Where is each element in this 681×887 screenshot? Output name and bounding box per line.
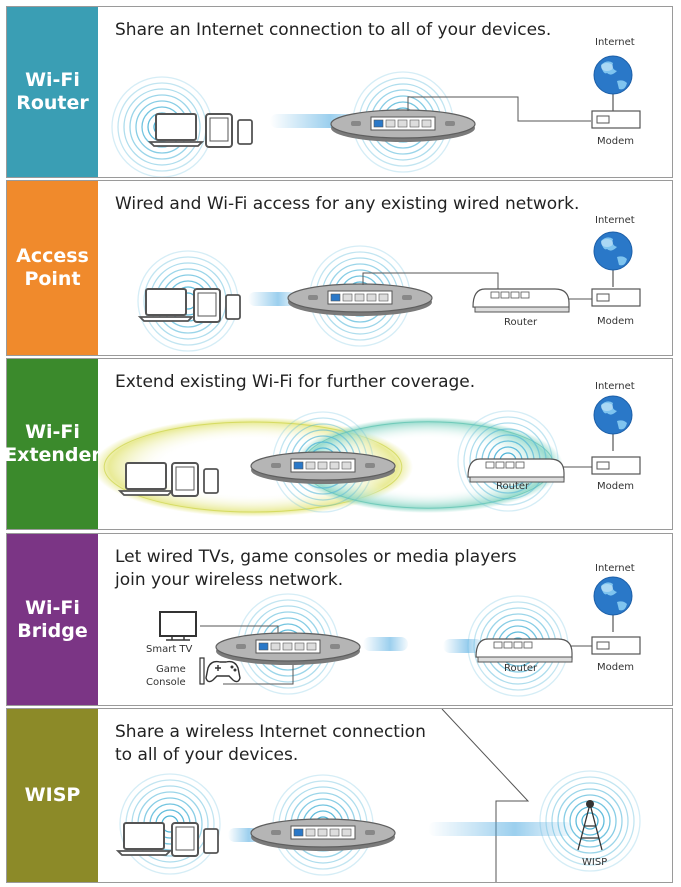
modem-label: Modem xyxy=(597,481,634,492)
mode-description: Let wired TVs, game consoles or media pl… xyxy=(115,547,517,590)
tv-icon xyxy=(159,611,197,641)
mode-description: Share a wireless Internet connection to … xyxy=(115,722,426,765)
router-icon xyxy=(475,638,573,663)
mode-title: Wi-Fi Bridge xyxy=(17,596,88,642)
access-point-scene: Router Internet Modem xyxy=(137,215,641,352)
internet-label: Internet xyxy=(595,215,635,226)
wifi-router-device xyxy=(250,818,396,851)
globe-icon xyxy=(593,231,633,287)
globe-icon xyxy=(593,576,633,632)
mode-title: Access Point xyxy=(16,245,89,290)
mode-tab-access-point: Access Point xyxy=(7,181,98,355)
modem-icon xyxy=(591,636,641,655)
mode-tab-bridge: Wi-Fi Bridge xyxy=(7,534,98,705)
game-console-line: Console xyxy=(146,677,186,688)
panel-bridge: Wi-Fi Bridge Let wired TVs, game console… xyxy=(6,533,673,706)
network-cable xyxy=(407,96,591,122)
wifi-extender-device xyxy=(250,451,396,484)
mode-description: Wired and Wi-Fi access for any existing … xyxy=(115,194,580,214)
mode-description: Extend existing Wi-Fi for further covera… xyxy=(115,372,476,392)
bridge-scene: Smart TV Game Console Router Internet Mo… xyxy=(146,563,641,697)
tablet-icon xyxy=(193,288,221,323)
wifi-waves-wisp-tower xyxy=(539,770,641,872)
mode-tab-wisp: WISP xyxy=(7,709,98,882)
internet-label: Internet xyxy=(595,563,635,574)
extender-scene: Router Internet Modem xyxy=(98,381,641,517)
modem-icon xyxy=(591,110,641,129)
mode-description: Share an Internet connection to all of y… xyxy=(115,20,552,40)
wifi-router-device xyxy=(287,283,433,316)
router-label: Router xyxy=(504,663,538,674)
network-cable xyxy=(362,272,499,293)
phone-icon xyxy=(225,294,241,320)
phone-icon xyxy=(203,468,219,494)
mode-title: Wi-Fi Extender xyxy=(4,421,101,466)
signal-beam xyxy=(363,637,408,651)
panel-access-point: Access Point Wired and Wi-Fi access for … xyxy=(6,180,673,356)
mode-title: Wi-Fi Router xyxy=(16,69,89,114)
mode-title: WISP xyxy=(24,784,81,806)
router-icon xyxy=(472,288,570,313)
smart-tv-label: Smart TV xyxy=(146,644,193,655)
router-label: Router xyxy=(496,481,530,492)
panel-router: Wi-Fi Router Share an Internet connectio… xyxy=(6,6,673,178)
router-label: Router xyxy=(504,317,538,328)
tablet-icon xyxy=(171,462,199,497)
wifi-router-device xyxy=(330,109,476,142)
modem-icon xyxy=(591,288,641,307)
router-scene: Internet Modem xyxy=(111,37,641,177)
laptop-icon xyxy=(137,288,195,322)
wisp-scene: WISP xyxy=(115,709,641,882)
modem-label: Modem xyxy=(597,662,634,673)
panel-wisp: WISP Share a wireless Internet connectio… xyxy=(6,708,673,883)
gamepad-icon xyxy=(199,657,241,685)
game-console-line: Game xyxy=(156,664,186,675)
phone-icon xyxy=(237,119,253,145)
laptop-icon xyxy=(115,822,173,856)
modem-label: Modem xyxy=(597,316,634,327)
signal-beam xyxy=(248,292,298,306)
laptop-icon xyxy=(117,462,175,496)
mode-tab-router: Wi-Fi Router xyxy=(7,7,98,177)
modem-label: Modem xyxy=(597,136,634,147)
signal-beam xyxy=(443,639,483,653)
internet-label: Internet xyxy=(595,381,635,392)
signal-beam xyxy=(428,822,573,836)
panel-extender: Wi-Fi Extender Extend existing Wi-Fi for… xyxy=(4,358,673,530)
internet-label: Internet xyxy=(595,37,635,48)
router-icon xyxy=(467,458,565,483)
network-cable xyxy=(223,656,294,685)
modem-icon xyxy=(591,456,641,475)
laptop-icon xyxy=(147,113,205,147)
divider-line xyxy=(441,709,530,882)
globe-icon xyxy=(593,55,633,111)
tablet-icon xyxy=(205,113,233,148)
wisp-tower-icon xyxy=(577,800,603,851)
mode-tab-extender: Wi-Fi Extender xyxy=(4,359,101,529)
globe-icon xyxy=(593,395,633,451)
tablet-icon xyxy=(171,822,199,857)
wifi-bridge-device xyxy=(215,632,361,665)
wisp-label: WISP xyxy=(582,857,607,868)
game-console-label: Game Console xyxy=(146,664,189,688)
phone-icon xyxy=(203,828,219,854)
